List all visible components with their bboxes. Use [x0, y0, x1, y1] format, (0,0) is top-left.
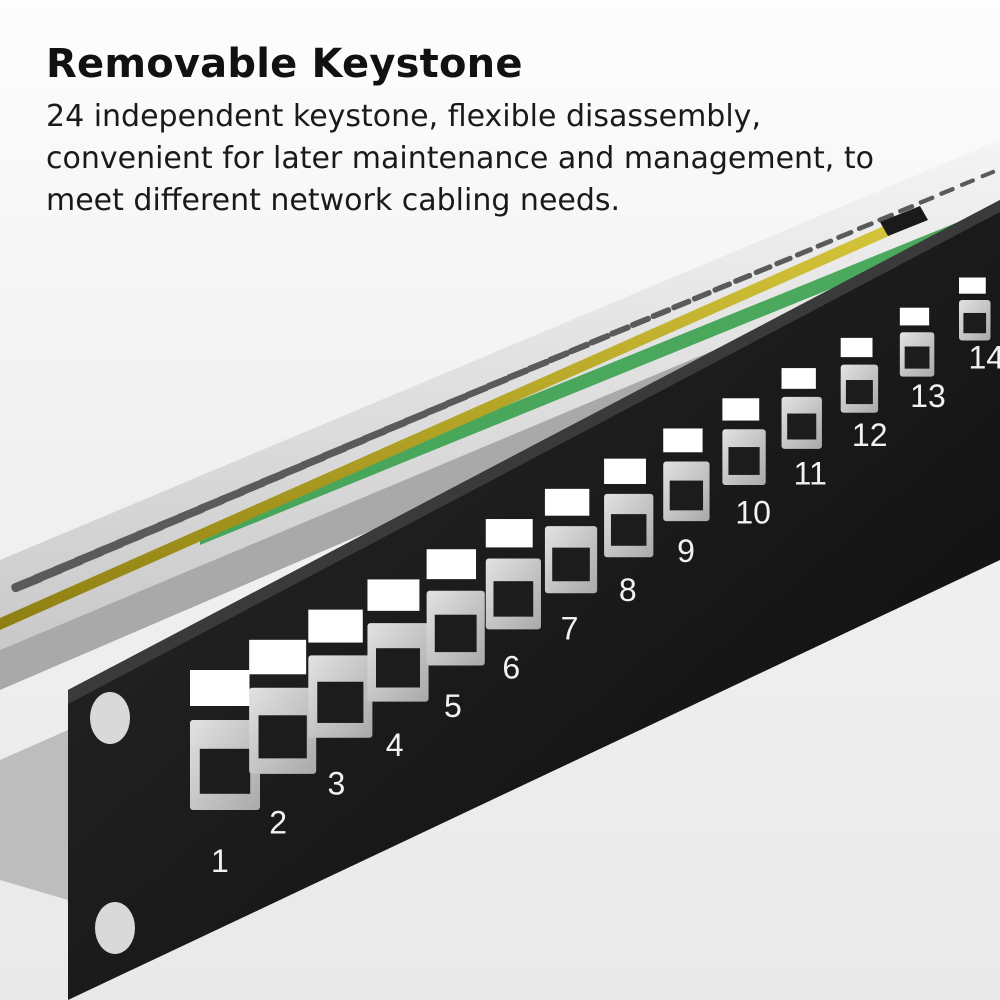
tray-slot	[939, 186, 955, 196]
tray-slot	[506, 367, 530, 381]
tray-slot	[856, 221, 874, 232]
port-label-window	[959, 277, 986, 294]
rj45-socket	[963, 312, 987, 334]
tray-slot	[774, 255, 793, 267]
port-number: 13	[910, 378, 946, 414]
port-number: 3	[328, 766, 346, 802]
description: 24 independent keystone, flexible disass…	[46, 99, 874, 218]
tray-slot	[898, 204, 915, 214]
port-label-window	[781, 368, 816, 389]
port-number: 2	[269, 804, 287, 840]
port-label-window	[899, 307, 930, 326]
port-number: 9	[677, 533, 695, 569]
port-number: 1	[211, 843, 229, 879]
tray-slot	[671, 298, 692, 311]
tray-slot	[629, 315, 652, 328]
tray-slot	[341, 436, 368, 452]
cable-end	[880, 206, 928, 236]
port-number: 4	[386, 727, 404, 763]
yellow-cable	[0, 210, 925, 630]
pcb-strip	[200, 205, 1000, 545]
mount-hole-top	[90, 692, 130, 744]
port-number: 7	[561, 611, 579, 647]
port-number: 12	[852, 417, 888, 453]
port-number: 14	[968, 339, 1000, 375]
rj45-socket	[845, 380, 873, 405]
tray-slot	[980, 169, 996, 179]
tray-slot	[382, 418, 409, 434]
side-bracket	[0, 730, 68, 900]
tray-slot	[403, 410, 429, 425]
tray-slot	[609, 324, 631, 337]
tray-slot	[588, 332, 611, 346]
tray-slot	[464, 384, 490, 399]
port-label-window	[722, 398, 760, 421]
port-number: 10	[735, 494, 771, 530]
tray-slot	[547, 350, 571, 364]
port-label-window	[544, 488, 590, 516]
rj45-socket	[376, 648, 421, 688]
port-label-window	[426, 549, 477, 580]
rj45-socket	[434, 614, 477, 653]
tray-slot	[753, 264, 773, 276]
port-label-window	[367, 579, 420, 611]
tray-slot	[444, 393, 469, 408]
tray-slots	[11, 169, 996, 593]
tray-slot	[361, 427, 388, 443]
port-label-window	[604, 458, 646, 484]
rj45-socket	[669, 480, 704, 511]
port-number: 8	[619, 572, 637, 608]
tray-slot	[959, 178, 975, 188]
tray-slot	[526, 358, 550, 372]
mount-hole-bottom	[95, 902, 135, 954]
tray-slot	[650, 307, 672, 320]
port-label-window	[485, 519, 533, 548]
tray-slot	[279, 461, 307, 478]
rj45-socket	[199, 748, 251, 794]
port-number: 11	[794, 456, 827, 492]
rj45-socket	[728, 447, 760, 475]
port-label-window	[190, 670, 250, 706]
rj45-socket	[787, 413, 817, 440]
tray-slot	[733, 272, 753, 284]
rj45-socket	[552, 547, 590, 582]
port-label-window	[249, 639, 307, 675]
port-number: 5	[444, 688, 462, 724]
tray-slot	[423, 401, 449, 416]
tray-slot	[485, 375, 510, 390]
rj45-socket	[258, 715, 307, 759]
tray-slot	[836, 229, 854, 240]
headline: Removable Keystone	[46, 41, 523, 87]
port-label-window	[840, 337, 873, 358]
tray-slot	[877, 212, 894, 223]
rj45-socket	[610, 514, 647, 546]
tray-slot	[815, 238, 834, 249]
tray-slot	[299, 453, 328, 469]
port-number: 6	[502, 649, 520, 685]
tray-slot	[320, 444, 348, 461]
rj45-socket	[317, 681, 364, 723]
tray-slot	[568, 341, 591, 355]
rj45-socket	[493, 581, 534, 617]
tray-slot	[918, 195, 935, 205]
tray-slot	[691, 290, 712, 302]
front-panel-top-edge	[68, 200, 1000, 704]
port-label-window	[308, 609, 363, 643]
tray-slot	[794, 247, 813, 258]
port-label-window	[663, 428, 703, 453]
tray-slot	[712, 281, 732, 293]
rj45-socket	[904, 346, 930, 369]
